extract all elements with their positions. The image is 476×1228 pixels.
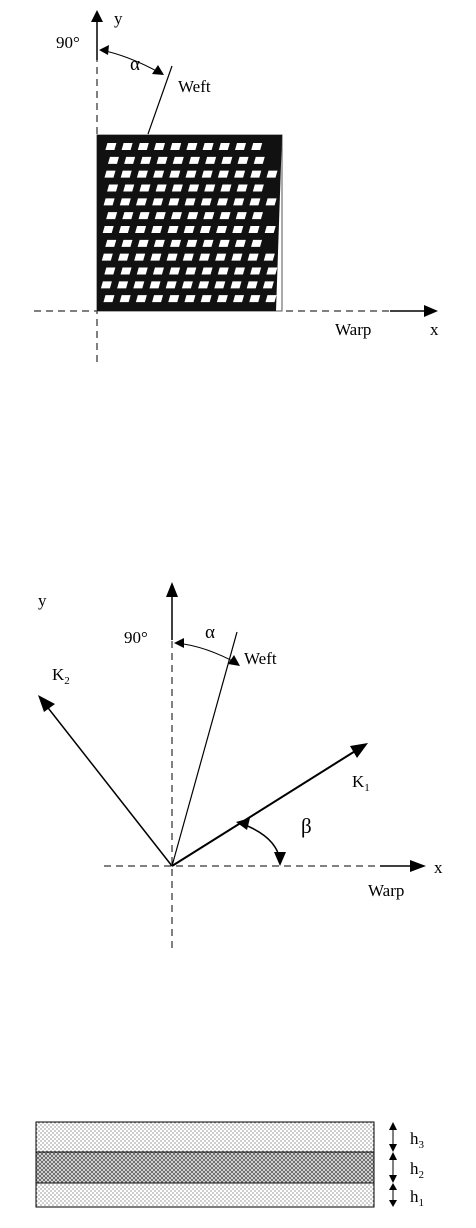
layer-1 <box>36 1183 374 1207</box>
layer-3-label: h3 <box>410 1129 425 1151</box>
figure-orientation-axes: y x Warp 90° α Weft K2 K1 β <box>38 582 443 948</box>
x-axis-arrowhead-2 <box>410 860 426 872</box>
alpha-label-2: α <box>205 622 215 643</box>
beta-label: β <box>301 814 312 838</box>
alpha-arc-arrow-left <box>99 45 109 55</box>
k1-arrowhead <box>350 743 368 758</box>
warp-label-2: Warp <box>368 881 404 900</box>
y-axis-arrowhead-2 <box>166 582 178 597</box>
beta-arrow-bottom <box>274 852 286 866</box>
thickness-arrow-h2 <box>389 1152 397 1183</box>
angle-90-label: 90° <box>56 33 80 52</box>
k1-label: K1 <box>352 772 370 794</box>
layer-1-label: h1 <box>410 1187 424 1209</box>
y-axis-arrowhead <box>91 10 103 22</box>
k2-vector <box>45 704 172 866</box>
x-axis-label: x <box>430 320 439 339</box>
weft-direction-line <box>148 66 172 134</box>
alpha-arc-2-arrow-left <box>174 638 184 648</box>
y-axis-label-2: y <box>38 591 47 610</box>
x-axis-label-2: x <box>434 858 443 877</box>
k2-arrowhead <box>38 695 55 712</box>
thickness-arrow-h1 <box>389 1183 397 1207</box>
warp-label: Warp <box>335 320 371 339</box>
layer-2 <box>36 1152 374 1183</box>
layer-2-label: h2 <box>410 1159 424 1181</box>
laminate-layers: h3 h2 h1 <box>36 1122 425 1209</box>
alpha-label: α <box>130 54 140 75</box>
y-axis-label: y <box>114 9 123 28</box>
angle-90-label-2: 90° <box>124 628 148 647</box>
woven-fabric <box>97 135 282 311</box>
k2-label: K2 <box>52 665 70 687</box>
weft-label-2: Weft <box>244 649 277 668</box>
layer-3 <box>36 1122 374 1152</box>
thickness-arrow-h3 <box>389 1122 397 1152</box>
x-axis-arrowhead <box>424 305 438 317</box>
weft-label: Weft <box>178 77 211 96</box>
